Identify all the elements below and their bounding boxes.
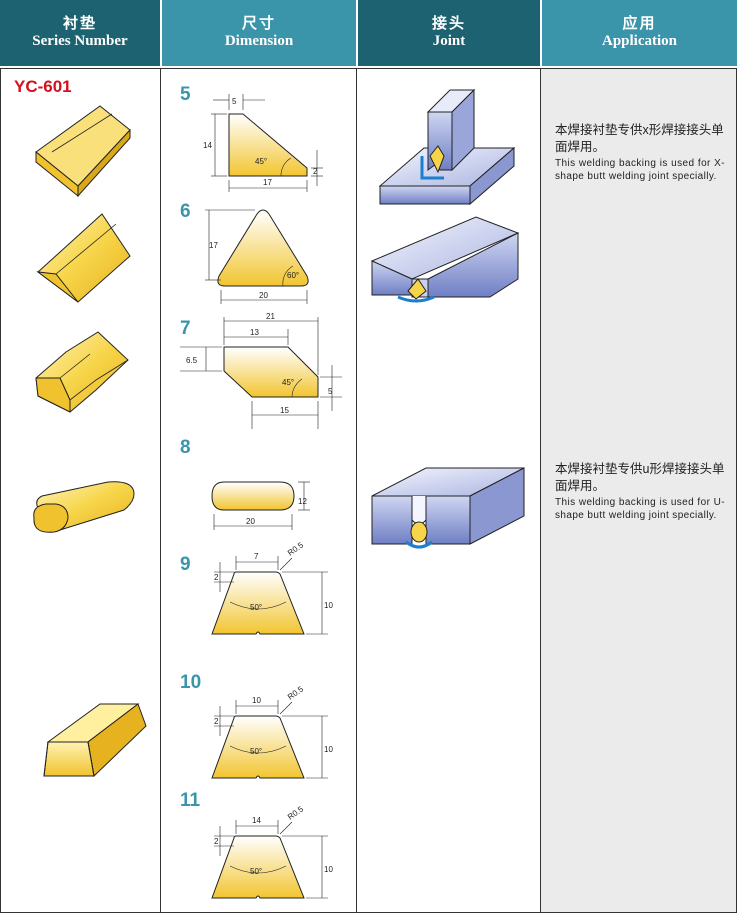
item-number: 11 bbox=[180, 790, 201, 811]
dim-label: 2 bbox=[214, 837, 219, 846]
dim-label: 5 bbox=[328, 387, 333, 396]
dim-label: 10 bbox=[324, 745, 333, 754]
header-application: 应用 Application bbox=[542, 0, 737, 66]
dimension-drawing-9: 7 R0.5 2 50° 10 bbox=[211, 540, 333, 635]
dim-label: 45° bbox=[282, 378, 294, 387]
backing-3d-icon bbox=[43, 703, 147, 778]
dimension-drawing-11: 14 R0.5 2 50° 10 bbox=[211, 804, 333, 899]
dim-label: 50° bbox=[250, 747, 262, 756]
dim-label: 20 bbox=[259, 291, 268, 300]
header-series-cn: 衬垫 bbox=[62, 16, 97, 32]
application-en: This welding backing is used for U-shape… bbox=[555, 497, 725, 521]
dimension-drawing-5: 5 14 45° 2 17 bbox=[203, 94, 323, 192]
header-application-en: Application bbox=[601, 33, 677, 49]
item-number: 6 bbox=[180, 201, 191, 222]
column-divider bbox=[160, 68, 161, 913]
dim-label: 2 bbox=[214, 717, 219, 726]
dimension-drawing-10: 10 R0.5 2 50° 10 bbox=[211, 684, 333, 779]
dim-label: 14 bbox=[203, 141, 212, 150]
dim-label: 10 bbox=[324, 865, 333, 874]
dim-label: 10 bbox=[324, 601, 333, 610]
dim-label: 5 bbox=[232, 97, 237, 106]
dimension-drawing-7: 21 13 6.5 45° 5 15 bbox=[180, 312, 342, 429]
application-x-shape: 本焊接衬垫专供x形焊接接头单面焊用。 This welding backing … bbox=[555, 122, 725, 183]
item-number: 5 bbox=[180, 84, 191, 105]
dimension-drawing-8: 12 20 bbox=[211, 481, 310, 530]
backing-3d-icon bbox=[33, 481, 135, 533]
dim-label: 10 bbox=[252, 696, 261, 705]
dim-label: 50° bbox=[250, 603, 262, 612]
dim-label: 12 bbox=[298, 497, 307, 506]
backing-3d-icon bbox=[35, 105, 131, 198]
backing-3d-icon bbox=[36, 213, 131, 303]
header-series-number: 衬垫 Series Number bbox=[0, 0, 160, 66]
dim-label: 6.5 bbox=[186, 356, 198, 365]
header-joint: 接头 Joint bbox=[358, 0, 540, 66]
header-dimension-en: Dimension bbox=[224, 33, 294, 49]
application-cn: 本焊接衬垫专供x形焊接接头单面焊用。 bbox=[555, 123, 724, 154]
dim-label: 45° bbox=[255, 157, 267, 166]
dim-label: 20 bbox=[246, 517, 255, 526]
dim-label: 15 bbox=[280, 406, 289, 415]
dim-label: 17 bbox=[209, 241, 218, 250]
header-series-en: Series Number bbox=[32, 33, 128, 49]
joint-x-vertical-illustration bbox=[378, 88, 516, 206]
backing-3d-icon bbox=[35, 331, 129, 413]
dim-label: 13 bbox=[250, 328, 259, 337]
item-number: 8 bbox=[180, 437, 191, 458]
header-dimension: 尺寸 Dimension bbox=[162, 0, 356, 66]
dim-label: 2 bbox=[313, 167, 318, 176]
application-column-background bbox=[541, 69, 736, 912]
joint-x-horizontal-illustration bbox=[370, 216, 520, 303]
header-dimension-cn: 尺寸 bbox=[241, 16, 276, 32]
column-divider bbox=[356, 68, 357, 913]
series-number-label: YC-601 bbox=[14, 77, 72, 96]
dimension-drawing-6: 17 60° 20 bbox=[205, 209, 309, 304]
dim-label: 7 bbox=[254, 552, 259, 561]
item-number: 7 bbox=[180, 318, 191, 339]
dim-label: 60° bbox=[287, 271, 299, 280]
header-joint-en: Joint bbox=[432, 33, 466, 49]
dim-label: 2 bbox=[214, 573, 219, 582]
item-number: 10 bbox=[180, 672, 202, 693]
application-en: This welding backing is used for X-shape… bbox=[555, 158, 725, 182]
dim-label: 14 bbox=[252, 816, 261, 825]
column-divider bbox=[540, 68, 541, 913]
dim-label: 50° bbox=[250, 867, 262, 876]
dim-label: 21 bbox=[266, 312, 275, 321]
header-application-cn: 应用 bbox=[622, 16, 657, 32]
item-number: 9 bbox=[180, 554, 191, 575]
application-u-shape: 本焊接衬垫专供u形焊接接头单面焊用。 This welding backing … bbox=[555, 461, 725, 522]
header-joint-cn: 接头 bbox=[431, 16, 466, 32]
joint-u-illustration bbox=[371, 467, 525, 549]
dim-label: 17 bbox=[263, 178, 272, 187]
table-frame bbox=[0, 68, 737, 913]
application-cn: 本焊接衬垫专供u形焊接接头单面焊用。 bbox=[555, 462, 725, 493]
